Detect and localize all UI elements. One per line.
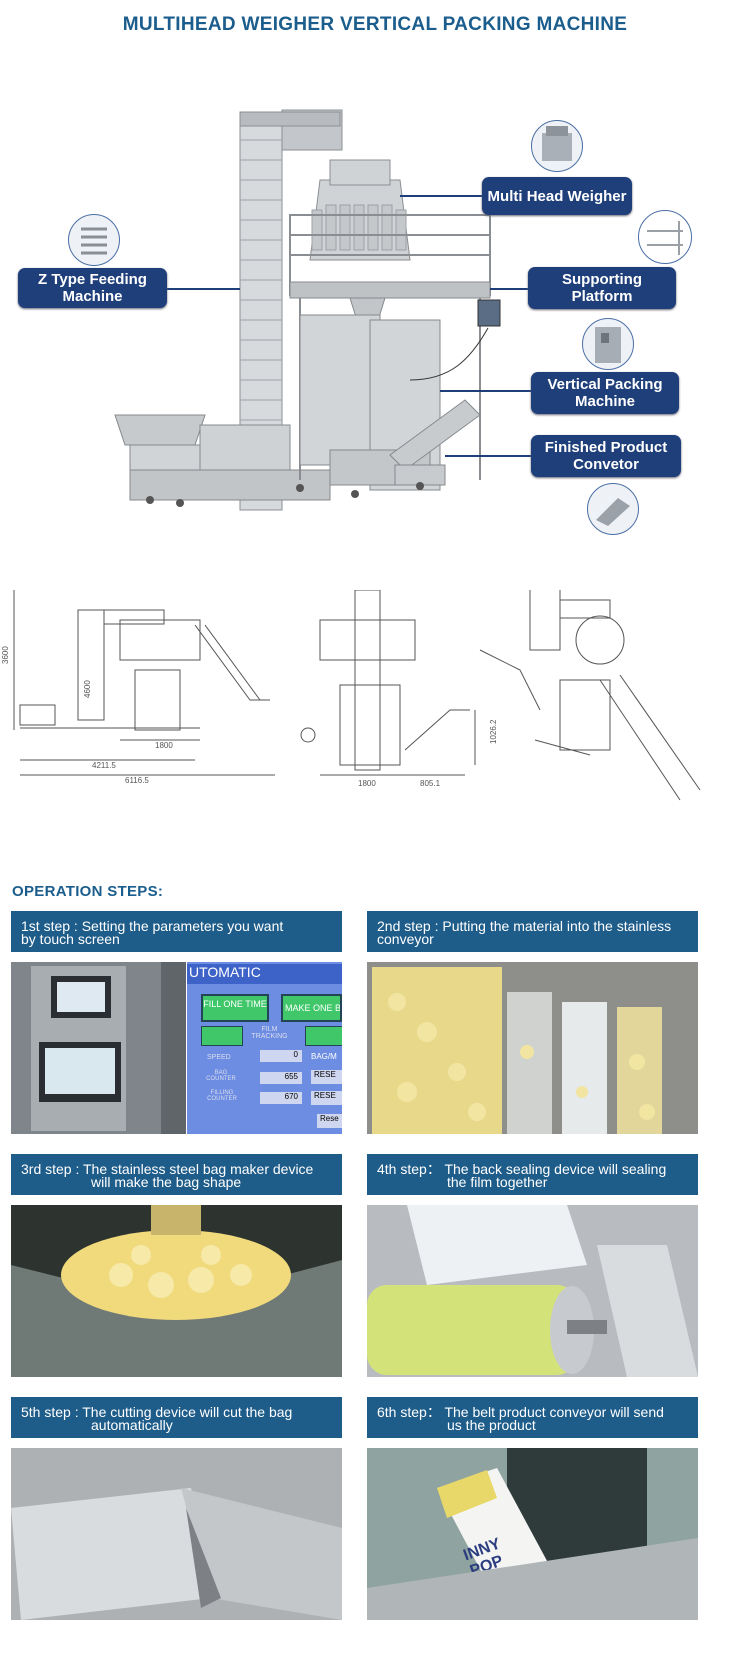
callout-z-type-line1: Z Type Feeding [38, 271, 147, 288]
technical-drawings: 2026 3600 4600 1800 4211.5 6116.5 500 10… [0, 568, 750, 880]
callout-support-line2: Platform [571, 288, 633, 305]
step-2-line2: conveyor [377, 931, 434, 947]
platform-thumbnail [638, 210, 692, 264]
step-3-photo [11, 1205, 342, 1377]
step-1-bar: 1st step : Setting the parameters you wa… [11, 911, 342, 952]
conveyor-thumbnail [587, 483, 639, 535]
step-5-line2: automatically [91, 1417, 173, 1433]
ts-filling-counter-label: FILLING COUNTER [207, 1090, 237, 1102]
ts-reset-button[interactable]: RESE [311, 1070, 342, 1084]
step-6-photo: INNY POP [367, 1448, 698, 1620]
step-3-line2: will make the bag shape [91, 1174, 242, 1190]
callout-multi-head-weigher: Multi Head Weigher [482, 177, 632, 215]
callout-z-type-feeding: Z Type Feeding Machine [18, 268, 167, 308]
ts-fill-one-time-button[interactable]: FILL ONE TIME [201, 994, 269, 1022]
ts-speed-value[interactable]: 0 [260, 1050, 302, 1062]
ts-make-one-bag-button[interactable]: MAKE ONE BA [281, 994, 342, 1022]
step-3-bar: 3rd step : The stainless steel bag maker… [11, 1154, 342, 1195]
step-1-touchscreen-closeup: UTOMATIC FILL ONE TIME MAKE ONE BA FILM … [187, 962, 342, 1134]
step-4-photo [367, 1205, 698, 1377]
step-6-line1: 6th step： The belt product conveyor will… [377, 1404, 664, 1420]
machine-drawing [114, 109, 501, 511]
callout-vertical-line1: Vertical Packing [547, 376, 663, 393]
callout-z-type-line2: Machine [62, 288, 123, 305]
step-2-photo [367, 962, 698, 1134]
leader-multi-head [400, 195, 482, 197]
dim-1026: 1026.2 [489, 719, 498, 744]
ts-speed-label: SPEED [207, 1054, 231, 1061]
callout-finished-product: Finished Product Convetor [531, 435, 681, 477]
step-5-photo [11, 1448, 342, 1620]
elevator-thumbnail [68, 214, 120, 266]
dim-6116: 6116.5 [125, 776, 149, 785]
ts-bag-counter-label: BAG COUNTER [206, 1070, 236, 1082]
machine-illustration: Multi Head Weigher Z Type Feeding Machin… [0, 60, 750, 570]
leader-z-type [166, 288, 240, 290]
dim-4600: 4600 [83, 680, 92, 698]
ts-bag-m-label: BAG/M [311, 1052, 337, 1061]
step-1-photo-panel [11, 962, 186, 1134]
ts-arrow-right-icon[interactable] [305, 1026, 342, 1046]
step-3-line1: 3rd step : The stainless steel bag maker… [21, 1161, 314, 1177]
ts-arrow-left-icon[interactable] [201, 1026, 243, 1046]
step-6-bar: 6th step： The belt product conveyor will… [367, 1397, 698, 1438]
ts-filling-counter-value[interactable]: 670 [260, 1092, 302, 1104]
operation-steps-heading: OPERATION STEPS: [12, 883, 164, 900]
dim-1800b: 1800 [358, 779, 376, 788]
step-1-line2: by touch screen [21, 931, 120, 947]
step-5-line1: 5th step : The cutting device will cut t… [21, 1404, 293, 1420]
step-4-line2: the film together [447, 1174, 548, 1190]
callout-supporting-platform: Supporting Platform [528, 267, 676, 309]
ts-reset-button-3[interactable]: Rese [317, 1114, 342, 1128]
dim-3600: 3600 [1, 646, 10, 664]
step-6-line2: us the product [447, 1417, 536, 1433]
callout-finished-line1: Finished Product [544, 439, 668, 456]
page-title: MULTIHEAD WEIGHER VERTICAL PACKING MACHI… [122, 14, 628, 35]
ts-film-tracking: FILM TRACKING [251, 1026, 288, 1040]
dim-4211: 4211.5 [92, 761, 116, 770]
callout-vertical-line2: Machine [574, 393, 635, 410]
step-4-line1: 4th step： The back sealing device will s… [377, 1161, 667, 1177]
step-2-bar: 2nd step : Putting the material into the… [367, 911, 698, 952]
step-1-line1: 1st step : Setting the parameters you wa… [21, 918, 284, 934]
ts-reset-button-2[interactable]: RESE [311, 1091, 342, 1105]
dim-1800a: 1800 [155, 741, 173, 750]
ts-header: UTOMATIC [187, 964, 342, 984]
leader-vertical [440, 390, 532, 392]
step-2-line1: 2nd step : Putting the material into the… [377, 918, 672, 934]
callout-finished-line2: Convetor [573, 456, 639, 473]
step-5-bar: 5th step : The cutting device will cut t… [11, 1397, 342, 1438]
packing-thumbnail [582, 318, 634, 370]
callout-support-line1: Supporting [562, 271, 642, 288]
weigher-thumbnail [531, 120, 583, 172]
dim-805: 805.1 [420, 779, 441, 788]
dimension-drawings: 2026 3600 4600 1800 4211.5 6116.5 500 10… [1, 568, 701, 801]
step-4-bar: 4th step： The back sealing device will s… [367, 1154, 698, 1195]
ts-bag-counter-value[interactable]: 655 [260, 1072, 302, 1084]
leader-finished [445, 455, 533, 457]
callout-multi-head-label: Multi Head Weigher [487, 187, 627, 205]
callout-vertical-packing: Vertical Packing Machine [531, 372, 679, 414]
leader-support [490, 288, 528, 290]
